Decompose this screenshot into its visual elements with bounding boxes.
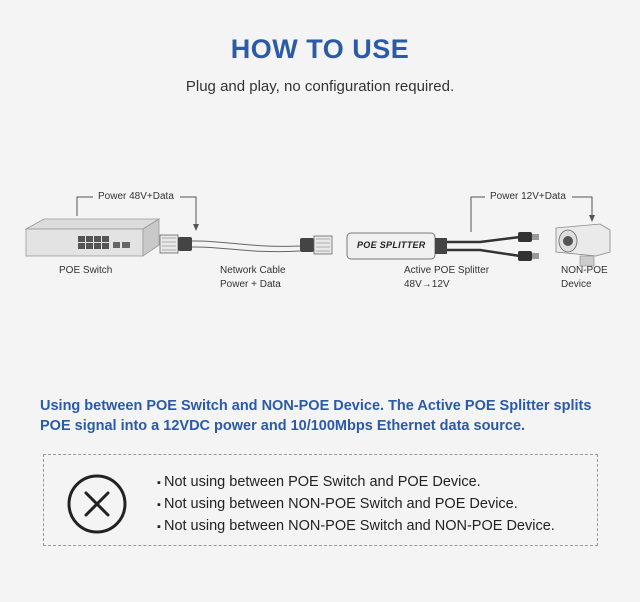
device-label: NON-POE Device <box>561 264 608 292</box>
cable-label: Network Cable Power + Data <box>220 264 286 292</box>
device-label-line1: NON-POE <box>561 264 608 278</box>
cable-label-line1: Network Cable <box>220 264 286 278</box>
right-arrow-label: Power 12V+Data <box>490 190 566 204</box>
splitter-label-line2: 48V→12V <box>404 278 489 292</box>
poe-switch-icon <box>26 219 159 256</box>
splitter-label: Active POE Splitter 48V→12V <box>404 264 489 292</box>
list-item: Not using between POE Switch and POE Dev… <box>157 472 555 494</box>
network-cable-icon <box>160 235 332 254</box>
camera-device-icon <box>556 224 610 266</box>
splitter-label-line1: Active POE Splitter <box>404 264 489 278</box>
list-item: Not using between NON-POE Switch and POE… <box>157 494 555 516</box>
usage-description: Using between POE Switch and NON-POE Dev… <box>40 396 620 436</box>
cable-label-line2: Power + Data <box>220 278 286 292</box>
device-label-line2: Device <box>561 278 608 292</box>
splitter-text: POE SPLITTER <box>357 240 426 250</box>
x-circle-icon <box>65 472 129 536</box>
list-item: Not using between NON-POE Switch and NON… <box>157 516 555 538</box>
left-arrow-label: Power 48V+Data <box>98 190 174 204</box>
poe-switch-label: POE Switch <box>59 264 112 278</box>
not-using-list: Not using between POE Switch and POE Dev… <box>157 472 555 538</box>
